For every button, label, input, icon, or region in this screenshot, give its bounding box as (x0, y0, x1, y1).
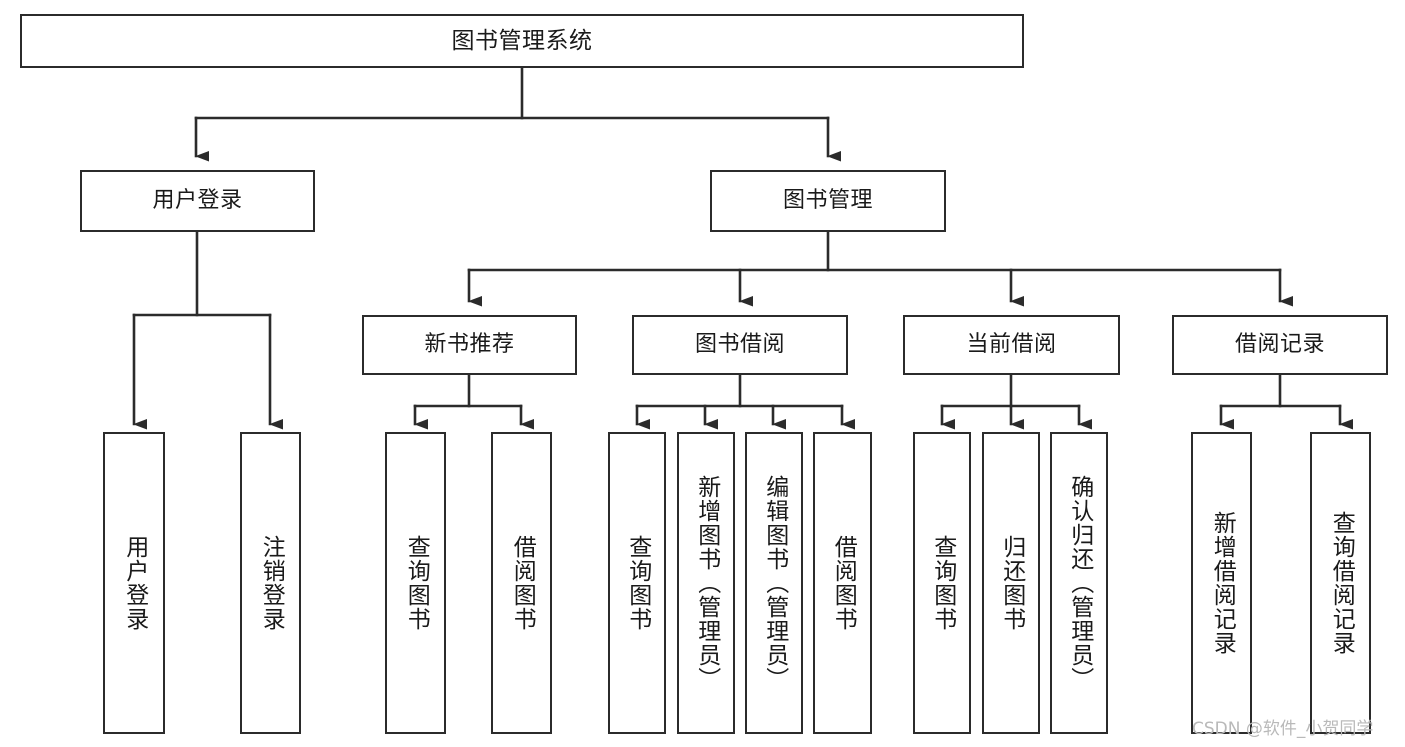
node-label: 归还图书 (998, 535, 1025, 631)
watermark-csdn: CSDN @软件_小贺同学 (1192, 719, 1374, 739)
node-current-borrow[interactable]: 当前借阅 (903, 315, 1120, 375)
node-label: 查询借阅记录 (1328, 511, 1355, 655)
node-label: 查询图书 (929, 535, 956, 631)
node-root-book-management-system[interactable]: 图书管理系统 (20, 14, 1024, 68)
leaf-add-book-admin[interactable]: 新增图书（管理员） (677, 432, 735, 734)
leaf-query-book-borrow[interactable]: 查询图书 (608, 432, 666, 734)
node-label: 借阅图书 (830, 535, 857, 631)
leaf-confirm-return-admin[interactable]: 确认归还（管理员） (1050, 432, 1108, 734)
node-label: 查询图书 (403, 535, 430, 631)
node-label: 新书推荐 (424, 332, 515, 358)
node-label: 当前借阅 (966, 332, 1057, 358)
node-label: 新增图书（管理员） (693, 475, 720, 691)
node-label: 借阅记录 (1234, 332, 1325, 358)
leaf-add-borrow-record[interactable]: 新增借阅记录 (1191, 432, 1252, 734)
leaf-query-book-current[interactable]: 查询图书 (913, 432, 971, 734)
node-label: 图书管理 (782, 188, 873, 214)
node-label: 新增借阅记录 (1209, 511, 1236, 655)
node-label: 编辑图书（管理员） (761, 475, 788, 691)
node-label: 注销登录 (258, 535, 285, 631)
node-label: 查询图书 (624, 535, 651, 631)
node-label: 图书借阅 (694, 332, 785, 358)
node-borrow-record[interactable]: 借阅记录 (1172, 315, 1388, 375)
node-label: 图书管理系统 (451, 27, 593, 54)
node-book-borrow[interactable]: 图书借阅 (632, 315, 848, 375)
node-label: 用户登录 (121, 535, 148, 631)
leaf-borrow-book-recommend[interactable]: 借阅图书 (491, 432, 552, 734)
leaf-query-borrow-record[interactable]: 查询借阅记录 (1310, 432, 1371, 734)
leaf-edit-book-admin[interactable]: 编辑图书（管理员） (745, 432, 803, 734)
node-label: 用户登录 (152, 188, 243, 214)
leaf-query-book-recommend[interactable]: 查询图书 (385, 432, 446, 734)
node-label: 确认归还（管理员） (1066, 475, 1093, 691)
node-user-login[interactable]: 用户登录 (80, 170, 315, 232)
leaf-borrow-book[interactable]: 借阅图书 (813, 432, 872, 734)
node-label: 借阅图书 (509, 535, 536, 631)
node-book-management[interactable]: 图书管理 (710, 170, 946, 232)
leaf-return-book[interactable]: 归还图书 (982, 432, 1040, 734)
node-new-book-recommend[interactable]: 新书推荐 (362, 315, 577, 375)
leaf-user-login[interactable]: 用户登录 (103, 432, 165, 734)
leaf-logout[interactable]: 注销登录 (240, 432, 301, 734)
